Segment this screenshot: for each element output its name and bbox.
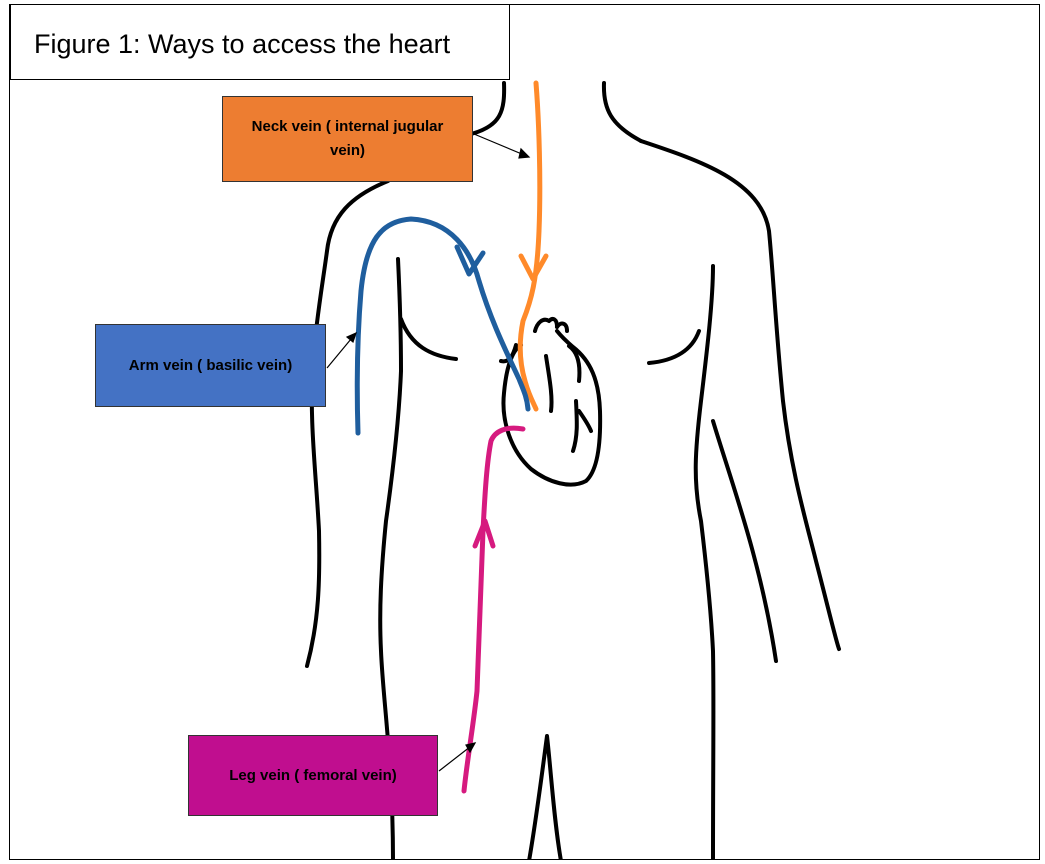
left-shoulder-arm-outline [307,181,388,666]
leg-vein-path [464,428,523,791]
crotch-outline [529,736,561,860]
right-torso-outline [696,266,714,860]
leg-vein-label: Leg vein ( femoral vein) [188,735,438,816]
figure-frame [9,4,1040,860]
leg-vein-label-text: Leg vein ( femoral vein) [229,764,397,788]
neck-pointer-arrowhead [519,149,529,158]
neck-vein-label: Neck vein ( internal jugular vein) [222,96,473,182]
arm-pointer-arrowhead [347,333,356,342]
neck-left-outline [471,83,504,134]
arm-vein-label: Arm vein ( basilic vein) [95,324,326,407]
heart-groove-2 [579,411,591,431]
heart-vessel-inner [546,356,552,411]
neck-vein-path [520,83,540,409]
arm-vein-label-text: Arm vein ( basilic vein) [129,354,292,378]
figure-caption-box: Figure 1: Ways to access the heart [10,4,510,80]
neck-vein-arrow [521,256,546,279]
right-inner-arm-outline [713,421,776,661]
heart-groove [573,401,577,451]
neck-right-outline [604,83,641,141]
body-outline-diagram [10,5,1040,860]
figure-caption: Figure 1: Ways to access the heart [34,29,450,60]
right-shoulder-arm-outline [641,141,839,649]
left-chest-line [401,319,456,359]
right-chest-line [649,331,699,363]
neck-vein-label-text: Neck vein ( internal jugular vein) [243,115,452,163]
